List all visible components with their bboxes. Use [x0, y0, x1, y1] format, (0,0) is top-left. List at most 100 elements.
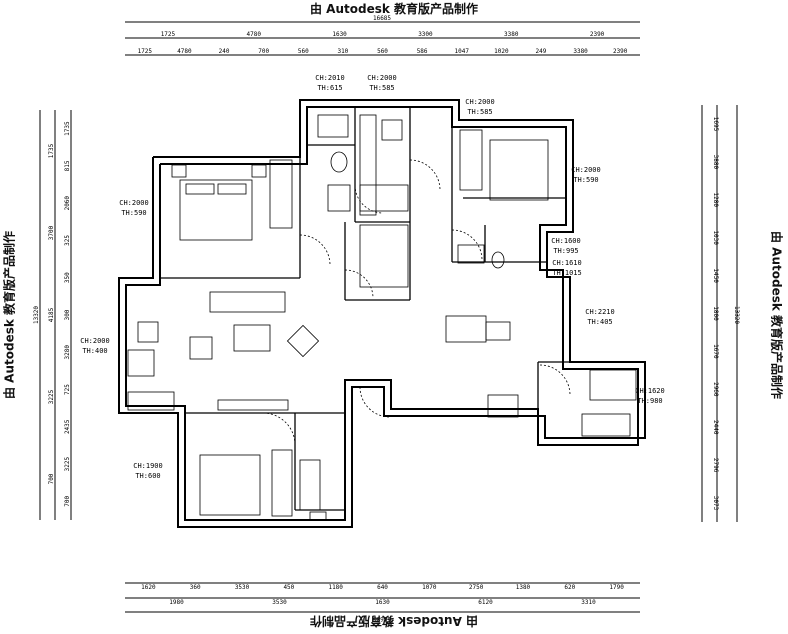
dim-bottom-row1-label: 640: [377, 584, 388, 591]
room-ch-label: CH:1610: [552, 259, 582, 267]
dim-bottom-row1-label: 1620: [141, 584, 156, 591]
dim-left-row1-label: 350: [64, 272, 71, 283]
room-ch-label: CH:2000: [465, 98, 495, 106]
dim-right-total: 13320: [733, 306, 740, 324]
bed-northeast: [489, 139, 549, 201]
dim-bottom-row2-label: 3530: [272, 599, 287, 606]
dim-bottom-row1-label: 450: [283, 584, 294, 591]
dim-left-row2-label: 3700: [48, 225, 55, 240]
dim-bottom-row1-label: 1070: [422, 584, 437, 591]
dim-left-row1-label: 300: [64, 309, 71, 320]
room-th-label: TH:600: [135, 472, 160, 480]
dim-top-row2-label: 586: [417, 48, 428, 55]
dim-left-row2-label: 700: [48, 473, 55, 484]
furniture: [127, 114, 637, 521]
room-ch-label: CH:2210: [585, 308, 615, 316]
dim-bottom-row2-label: 1980: [169, 599, 184, 606]
room-th-label: TH:590: [573, 176, 598, 184]
sofa: [209, 291, 286, 313]
dim-top-row1-label: 3300: [418, 31, 433, 38]
dim-bottom-row1-label: 1380: [516, 584, 531, 591]
dim-left-row1-label: 700: [64, 496, 71, 507]
dim-top-row1-label: 1725: [161, 31, 176, 38]
right-dimension-lines: [701, 105, 738, 522]
coffee-table: [233, 324, 271, 352]
dim-left-row2-label: 1735: [48, 143, 55, 158]
room-ch-label: CH:2000: [367, 74, 397, 82]
dim-right-row1-label: 1670: [712, 344, 719, 359]
room-labels: CH:2010TH:615CH:2000TH:585CH:2000TH:585C…: [80, 74, 665, 480]
room-th-label: TH:400: [82, 347, 107, 355]
dim-left-total: 13320: [33, 306, 40, 324]
dim-top-row2-label: 310: [337, 48, 348, 55]
dim-right-row1-label: 1800: [712, 306, 719, 321]
dim-left-row1-label: 325: [64, 235, 71, 246]
tv-cabinet: [127, 391, 175, 411]
room-th-label: TH:980: [637, 397, 662, 405]
dim-right-row1-label: 1030: [712, 230, 719, 245]
dim-bottom-total: 16685: [373, 615, 391, 622]
dim-top-total: 16685: [373, 15, 391, 22]
dim-left-row1-label: 815: [64, 160, 71, 171]
dim-top-row2-label: 560: [377, 48, 388, 55]
dim-bottom-row1-label: 2750: [469, 584, 484, 591]
room-ch-label: CH:2000: [119, 199, 149, 207]
left-dimension-lines: [39, 110, 72, 520]
dim-top-row2-label: 1047: [455, 48, 470, 55]
dim-right-row1-label: 2960: [712, 382, 719, 397]
dim-right-row1-label: 2440: [712, 420, 719, 435]
dim-right-row1-label: 2796: [712, 458, 719, 473]
dim-top-row2-label: 1020: [494, 48, 509, 55]
bed-south: [199, 454, 261, 516]
dim-bottom-row1-label: 3530: [235, 584, 250, 591]
dim-bottom-row1-label: 1790: [609, 584, 624, 591]
dim-right-row1-label: 3073: [712, 496, 719, 511]
dim-bottom-row1-label: 620: [564, 584, 575, 591]
room-ch-label: CH:1600: [551, 237, 581, 245]
room-th-label: TH:585: [467, 108, 492, 116]
dim-top-row2-label: 560: [298, 48, 309, 55]
dim-left-row1-label: 1735: [64, 121, 71, 136]
dim-bottom-row2-label: 3310: [581, 599, 596, 606]
dim-top-row2-label: 700: [258, 48, 269, 55]
dim-top-row2-label: 4780: [177, 48, 192, 55]
room-ch-label: CH:2000: [571, 166, 601, 174]
watermark-top: 由 Autodesk 教育版产品制作: [309, 2, 479, 16]
dim-right-row1-label: 1450: [712, 268, 719, 283]
dim-left-row1-label: 3225: [64, 456, 71, 471]
dim-top-row1-label: 3380: [504, 31, 519, 38]
dim-top-row2-label: 1725: [138, 48, 153, 55]
wardrobe: [269, 159, 293, 229]
room-ch-label: CH:2000: [80, 337, 110, 345]
dim-left-row1-label: 2060: [64, 196, 71, 211]
room-ch-label: CH:1900: [133, 462, 163, 470]
dim-left-row1-label: 725: [64, 384, 71, 395]
dim-bottom-row1-label: 1180: [328, 584, 343, 591]
top-dimension-lines: [125, 21, 640, 56]
dim-right-row1-label: 1280: [712, 193, 719, 208]
room-th-label: TH:585: [369, 84, 394, 92]
room-th-label: TH:1015: [552, 269, 582, 277]
room-th-label: TH:590: [121, 209, 146, 217]
exterior-walls: [118, 99, 646, 528]
room-ch-label: CH:1620: [635, 387, 665, 395]
bed-north: [179, 179, 253, 241]
doors: [262, 159, 571, 446]
watermark-right: 由 Autodesk 教育版产品制作: [769, 230, 784, 400]
watermark-left: 由 Autodesk 教育版产品制作: [2, 230, 17, 400]
room-th-label: TH:995: [553, 247, 578, 255]
room-ch-label: CH:2010: [315, 74, 345, 82]
dim-top-row2-label: 249: [536, 48, 547, 55]
dim-bottom-row1-label: 360: [190, 584, 201, 591]
kitchen-cabinet: [359, 224, 409, 288]
dim-top-row2-label: 240: [219, 48, 230, 55]
dim-top-row2-label: 3380: [573, 48, 588, 55]
dim-bottom-row2-label: 1630: [375, 599, 390, 606]
dim-right-row1-label: 1695: [712, 117, 719, 132]
dim-bottom-row2-label: 6120: [478, 599, 493, 606]
interior-walls: [160, 107, 570, 511]
dim-left-row2-label: 4185: [48, 307, 55, 322]
